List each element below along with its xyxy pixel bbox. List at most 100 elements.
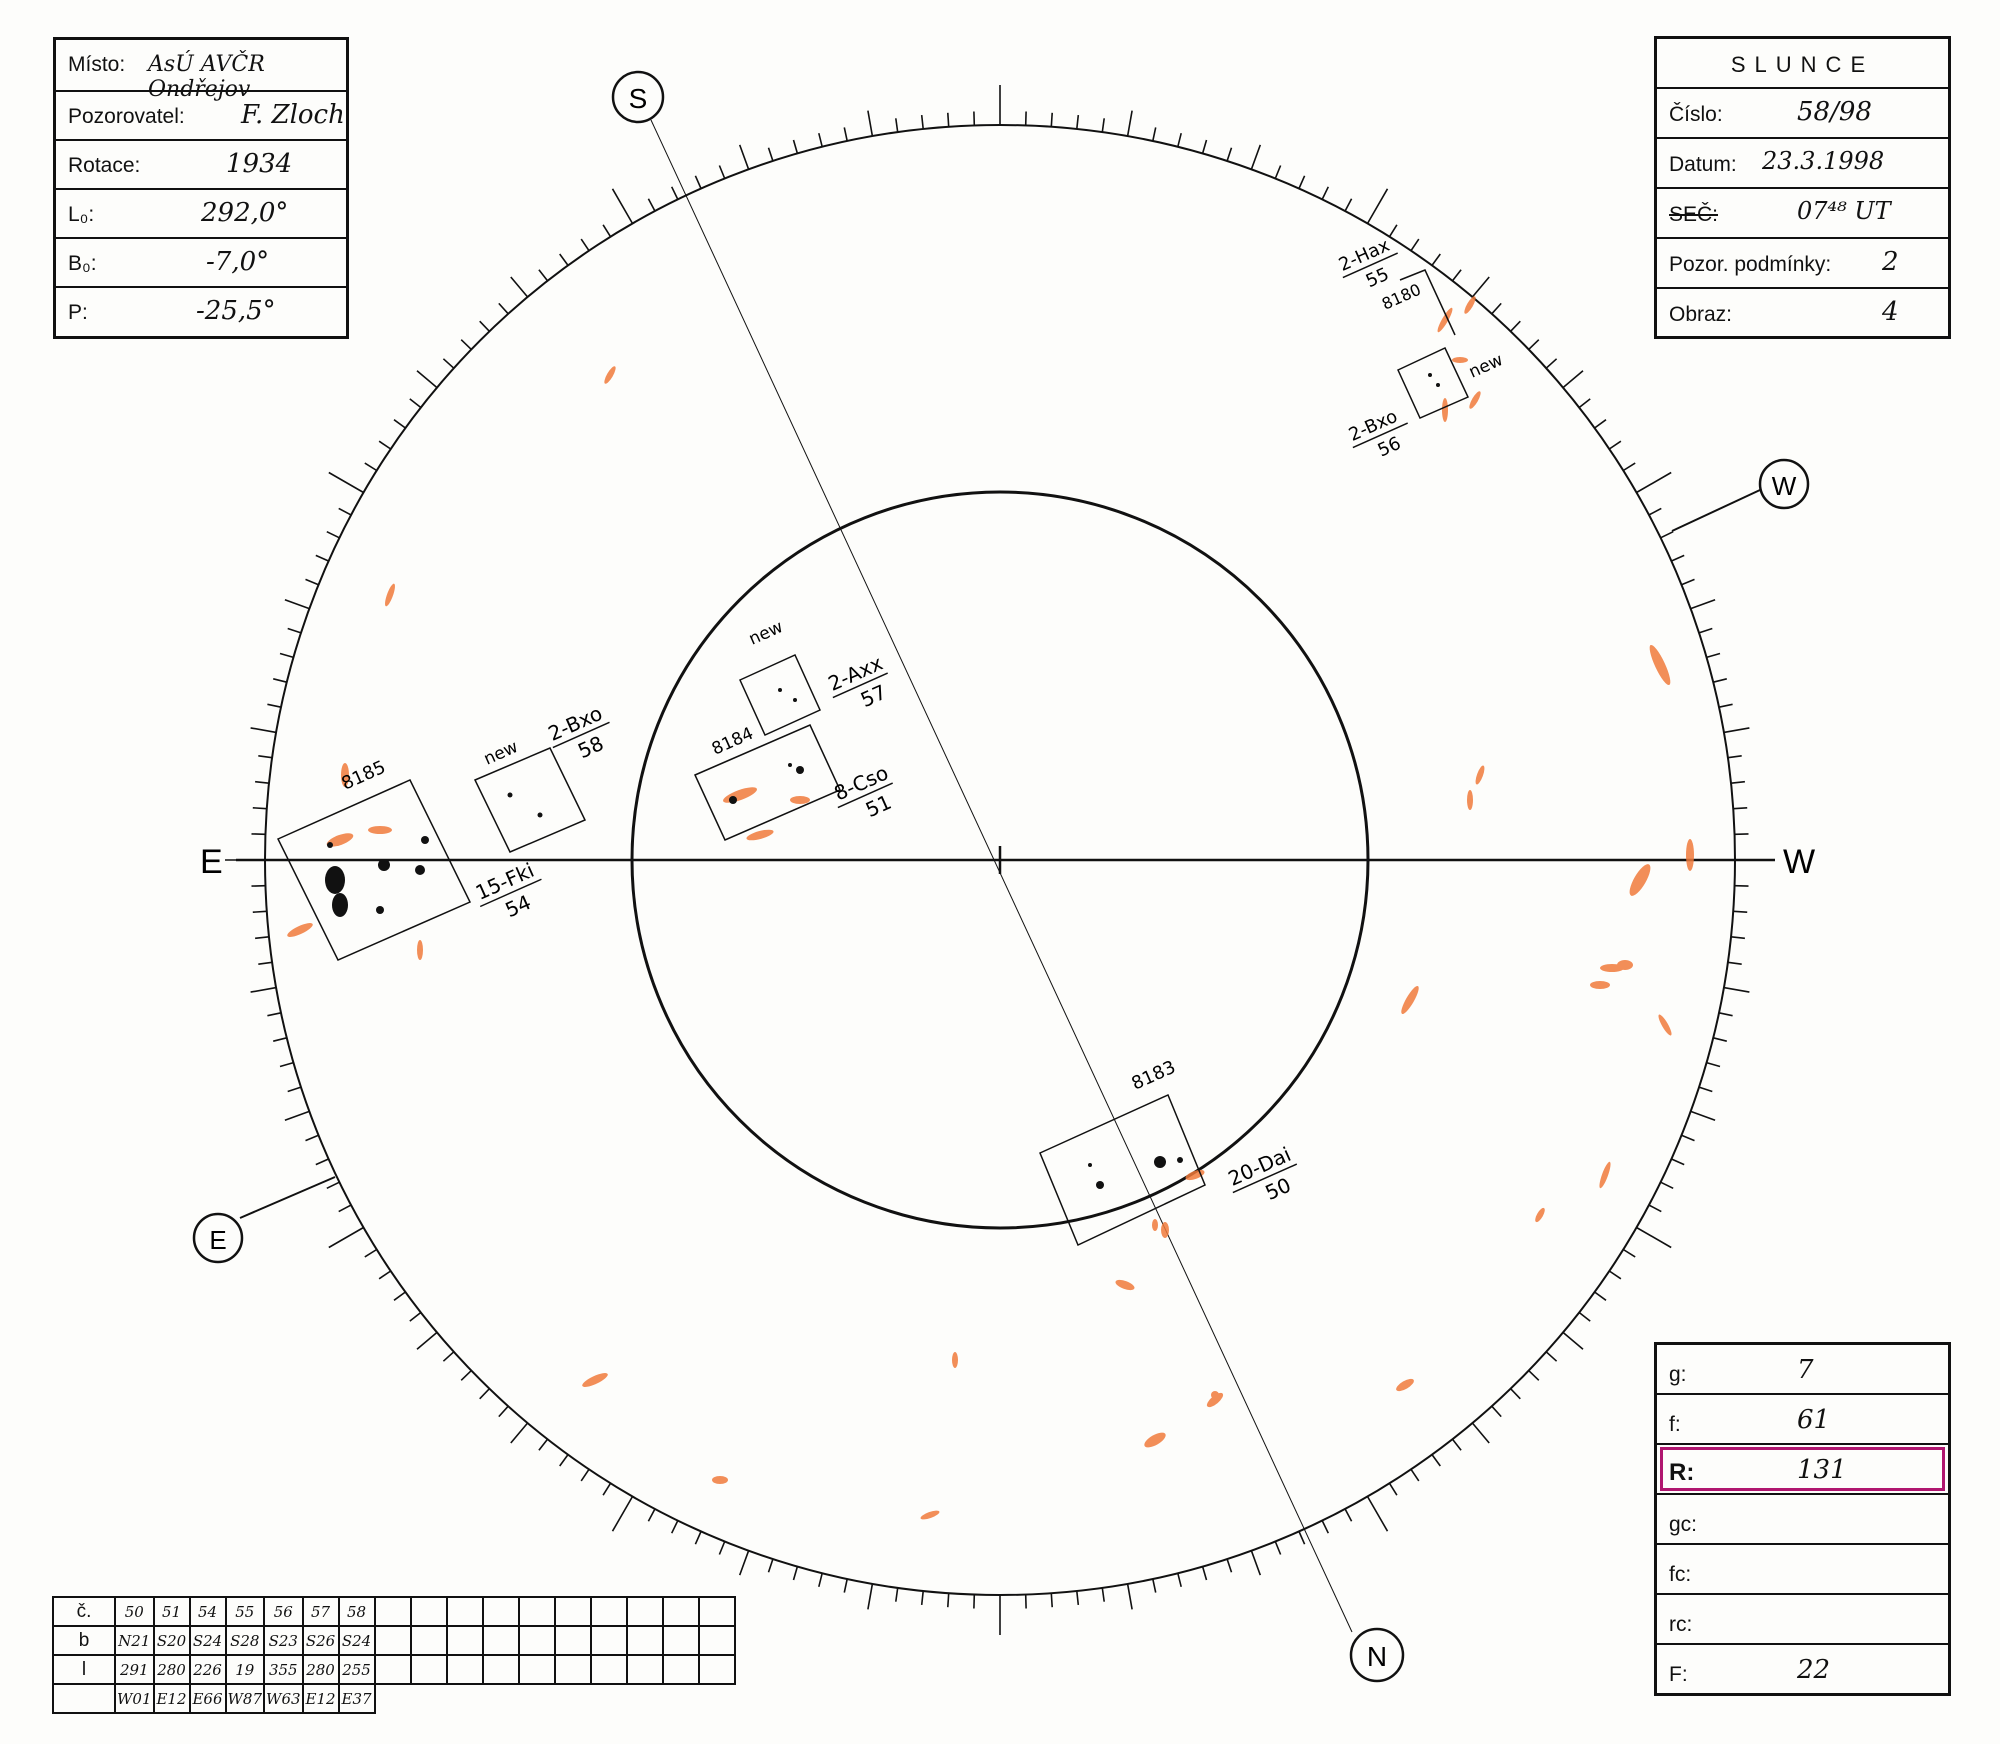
south-circle-marker: S <box>611 70 665 124</box>
limb-tick <box>1690 1110 1716 1122</box>
sun-box-title: SLUNCE <box>1657 39 1948 89</box>
limb-tick <box>287 1086 302 1093</box>
south-circle-letter: S <box>629 83 648 114</box>
limb-tick <box>1730 936 1745 940</box>
longitude-cell <box>517 1654 556 1685</box>
west-label: W <box>1783 843 1815 881</box>
group-57-new: new 2-Axx 57 <box>739 617 890 736</box>
limb-tick <box>1101 1587 1105 1602</box>
table-row-label: č. <box>52 1596 116 1627</box>
gc-row: gc: <box>1657 1495 1948 1545</box>
limb-tick <box>718 165 726 179</box>
limb-tick <box>602 224 612 238</box>
limb-tick <box>1545 1351 1558 1362</box>
limb-tick <box>538 269 549 282</box>
limb-tick <box>1718 1012 1733 1017</box>
l0-label: L₀: <box>68 203 95 226</box>
rotation-value: 1934 <box>226 149 293 179</box>
limb-tick <box>315 554 329 562</box>
table-row-label: l <box>52 1654 116 1685</box>
limb-tick <box>326 1181 340 1190</box>
limb-tick <box>328 1226 364 1249</box>
site-value: AsÚ AVČR Ondřejov <box>148 52 265 102</box>
west-circle-letter: W <box>1772 471 1797 501</box>
limb-tick <box>258 961 273 965</box>
r-value: 131 <box>1797 1455 1847 1485</box>
longitude-cell: 355 <box>263 1654 304 1685</box>
group-number-cell: 54 <box>188 1596 227 1627</box>
group-8184-class-label: 8-Cso 51 <box>830 760 895 822</box>
longitude-cell: 226 <box>188 1654 227 1685</box>
limb-tick <box>498 1405 509 1418</box>
cmd-cell <box>482 1683 519 1713</box>
p-label: P: <box>68 301 88 324</box>
limb-tick <box>1706 652 1721 659</box>
latitude-cell <box>661 1625 700 1656</box>
cmd-cell: E37 <box>337 1683 376 1714</box>
north-circle-marker: N <box>1349 1627 1405 1683</box>
g-label: g: <box>1669 1363 1687 1386</box>
limb-tick <box>1608 1270 1622 1280</box>
limb-tick <box>364 462 378 472</box>
group-number-cell <box>697 1596 736 1627</box>
limb-tick <box>258 755 273 759</box>
longitude-cell: 291 <box>114 1654 155 1685</box>
limb-tick <box>1671 554 1685 562</box>
limb-tick <box>1690 598 1716 610</box>
group-56-new: new 2-Bxo 56 <box>1346 347 1506 462</box>
limb-tick <box>1713 678 1727 683</box>
limb-tick <box>895 118 899 133</box>
limb-tick <box>1660 530 1674 539</box>
limb-tick <box>1250 1550 1262 1576</box>
limb-tick <box>1713 1037 1727 1042</box>
l0-row: L₀: 292,0° <box>56 190 346 239</box>
limb-tick <box>1723 986 1750 993</box>
longitude-cell: 255 <box>337 1654 376 1685</box>
limb-tick <box>1344 198 1353 212</box>
limb-tick <box>559 1454 569 1467</box>
site-row: Místo: AsÚ AVČR Ondřejov <box>56 40 346 102</box>
east-pointer <box>239 1176 336 1219</box>
limb-tick <box>416 1331 438 1350</box>
limb-tick <box>442 1351 455 1362</box>
west-circle-marker: W <box>1758 458 1810 510</box>
conditions-label: Pozor. podmínky: <box>1669 253 1832 276</box>
limb-tick <box>510 276 529 298</box>
limb-tick <box>1681 1134 1695 1142</box>
limb-tick <box>1578 1311 1591 1322</box>
group-number-cell <box>661 1596 700 1627</box>
limb-tick <box>1578 398 1591 409</box>
b0-row: B₀: -7,0° <box>56 239 346 288</box>
limb-tick <box>1410 238 1420 252</box>
latitude-cell <box>445 1625 484 1656</box>
limb-tick <box>1177 1573 1182 1587</box>
limb-tick <box>1636 1226 1672 1249</box>
east-label: E <box>200 843 223 881</box>
limb-tick <box>273 678 287 683</box>
cmd-cell: W01 <box>114 1683 155 1714</box>
east-circle-marker: E <box>192 1212 244 1264</box>
latitude-cell: S24 <box>337 1625 376 1656</box>
date-label: Datum: <box>1669 153 1737 176</box>
latitude-cell: S20 <box>152 1625 191 1656</box>
date-value: 23.3.1998 <box>1762 147 1885 175</box>
limb-tick <box>1491 1405 1502 1418</box>
limb-tick <box>1101 118 1105 133</box>
latitude-cell <box>409 1625 448 1656</box>
svg-text:56: 56 <box>1375 433 1404 462</box>
group-58-new: new 2-Bxo 58 <box>473 701 610 853</box>
svg-text:new: new <box>746 617 786 650</box>
cmd-cell <box>410 1683 447 1713</box>
limb-tick <box>393 419 406 429</box>
cmd-cell: W87 <box>224 1683 266 1714</box>
limb-tick <box>279 652 294 659</box>
group-8184: 8184 8-Cso 51 <box>693 724 895 841</box>
latitude-cell <box>517 1625 556 1656</box>
r-row: R: 131 <box>1657 1445 1948 1495</box>
latitude-cell <box>481 1625 520 1656</box>
latitude-cell: S23 <box>263 1625 304 1656</box>
limb-tick <box>1471 276 1490 298</box>
b0-value: -7,0° <box>206 247 270 277</box>
